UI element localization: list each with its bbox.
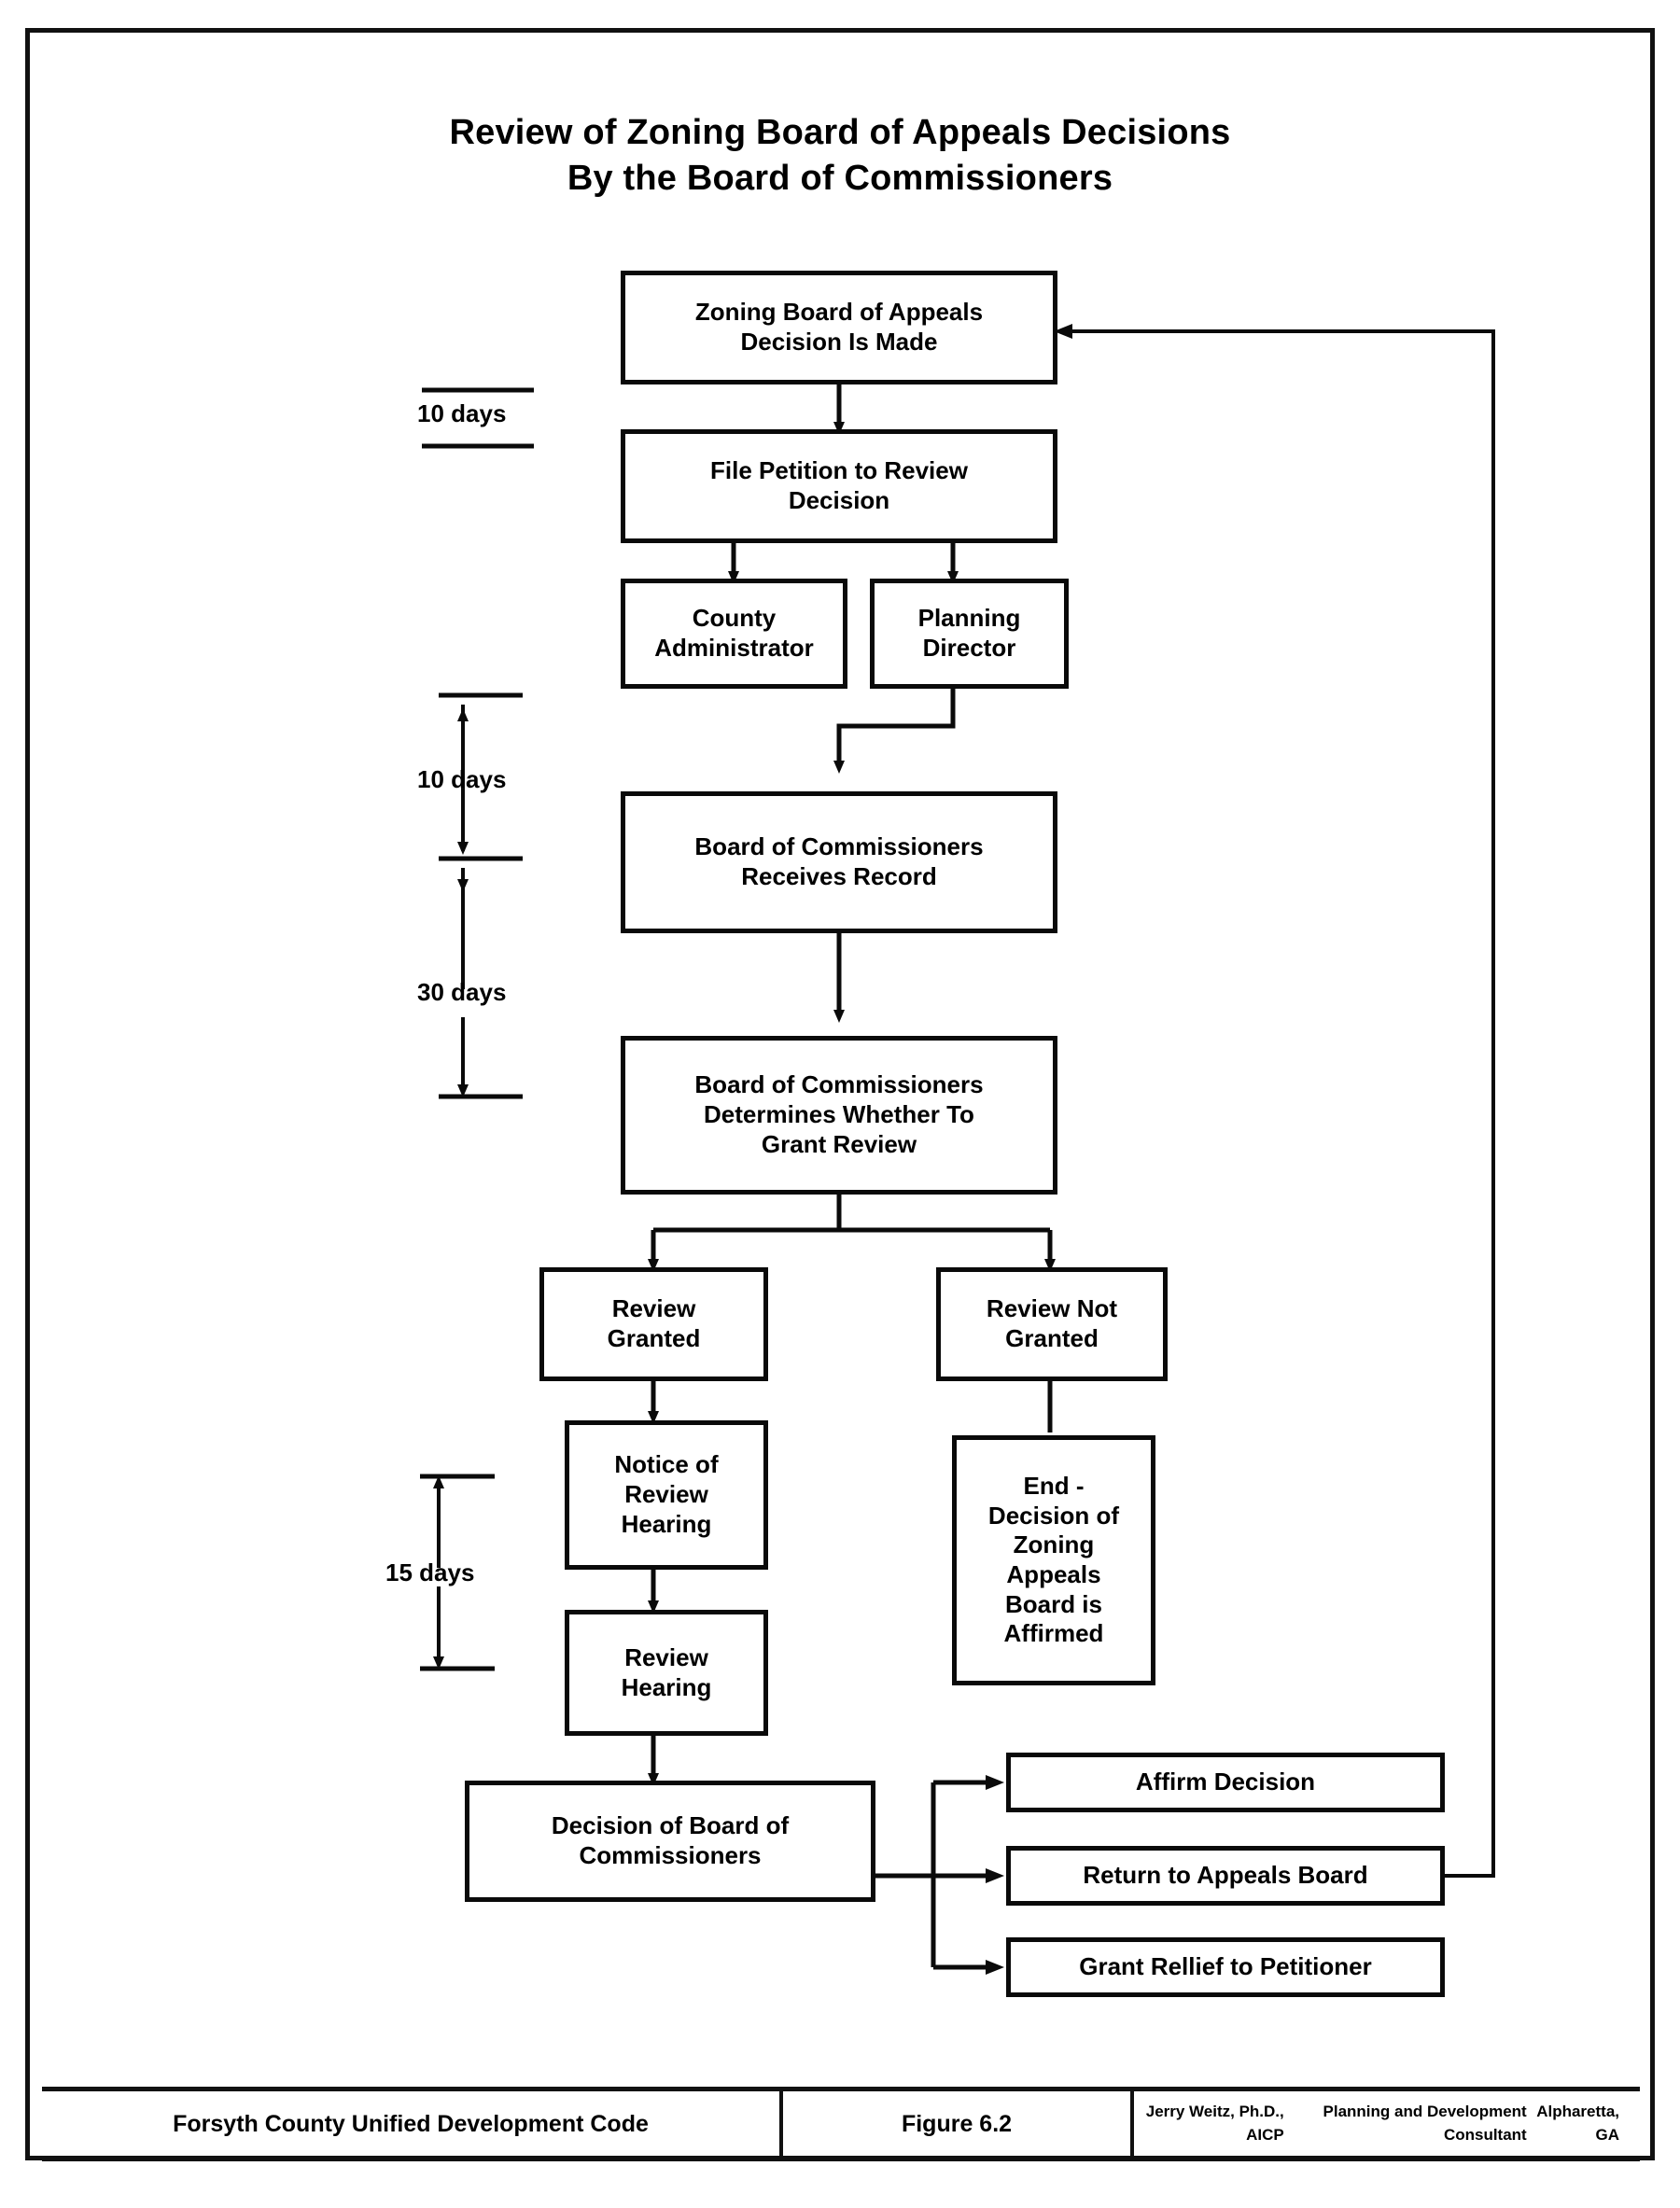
footer-document-title: Forsyth County Unified Development Code bbox=[173, 2110, 649, 2137]
node-grant-relief-to-petitioner[interactable]: Grant Rellief to Petitioner bbox=[1006, 1937, 1445, 1997]
node-file-petition[interactable]: File Petition to Review Decision bbox=[621, 429, 1057, 543]
figure-title: Review of Zoning Board of Appeals Decisi… bbox=[0, 110, 1680, 201]
node-affirm-decision-label: Affirm Decision bbox=[1135, 1768, 1316, 1796]
node-review-granted-line-2: Granted bbox=[607, 1324, 701, 1352]
node-end-line-6: Affirmed bbox=[1003, 1619, 1104, 1648]
node-zba-decision-line-1: Zoning Board of Appeals bbox=[694, 298, 984, 327]
node-end-line-4: Appeals bbox=[1006, 1560, 1101, 1588]
node-zba-decision-line-2: Decision Is Made bbox=[740, 328, 938, 356]
node-notice-line-3: Hearing bbox=[621, 1509, 712, 1538]
footer-credit-line-1: Jerry Weitz, Ph.D., AICP bbox=[1145, 2103, 1284, 2144]
node-file-petition-line-1: File Petition to Review bbox=[710, 456, 968, 485]
node-planning-director-line-1: Planning bbox=[917, 604, 1021, 633]
timing-label-10-days-petition: 10 days bbox=[417, 399, 507, 427]
node-notice-of-review-hearing[interactable]: Notice of Review Hearing bbox=[565, 1420, 768, 1570]
node-review-not-granted[interactable]: Review Not Granted bbox=[936, 1267, 1168, 1381]
figure-footer: Forsyth County Unified Development Code … bbox=[42, 2087, 1640, 2161]
node-boc-determines-review[interactable]: Board of Commissioners Determines Whethe… bbox=[621, 1036, 1057, 1195]
node-decision-of-board[interactable]: Decision of Board of Commissioners bbox=[465, 1781, 875, 1902]
timing-label-30-days: 30 days bbox=[417, 978, 507, 1006]
node-end-line-5: Board is bbox=[1004, 1589, 1102, 1618]
node-zba-decision[interactable]: Zoning Board of Appeals Decision Is Made bbox=[621, 271, 1057, 384]
figure-title-line-1: Review of Zoning Board of Appeals Decisi… bbox=[449, 113, 1231, 152]
footer-credits: Jerry Weitz, Ph.D., AICP Planning and De… bbox=[1134, 2091, 1640, 2157]
node-review-granted-line-1: Review bbox=[611, 1294, 696, 1323]
node-decision-line-1: Decision of Board of bbox=[551, 1811, 790, 1840]
node-review-hearing-line-2: Hearing bbox=[621, 1672, 712, 1701]
timing-label-10-days-record: 10 days bbox=[417, 765, 507, 793]
node-review-hearing[interactable]: Review Hearing bbox=[565, 1610, 768, 1736]
node-review-not-granted-line-1: Review Not bbox=[986, 1294, 1118, 1323]
node-planning-director-line-2: Director bbox=[922, 634, 1016, 662]
footer-figure-number: Figure 6.2 bbox=[779, 2091, 1134, 2157]
footer-credit-line-2: Planning and Development Consultant bbox=[1323, 2103, 1527, 2144]
node-county-administrator-line-2: Administrator bbox=[654, 634, 814, 662]
node-affirm-decision[interactable]: Affirm Decision bbox=[1006, 1753, 1445, 1812]
node-return-to-appeals-board[interactable]: Return to Appeals Board bbox=[1006, 1846, 1445, 1906]
timing-label-15-days: 15 days bbox=[385, 1558, 475, 1586]
node-boc-receives-record[interactable]: Board of Commissioners Receives Record bbox=[621, 791, 1057, 933]
node-grant-relief-label: Grant Rellief to Petitioner bbox=[1079, 1952, 1372, 1981]
node-planning-director[interactable]: Planning Director bbox=[870, 579, 1069, 689]
node-boc-determines-line-2: Determines Whether To bbox=[704, 1100, 974, 1129]
node-boc-receives-record-line-2: Receives Record bbox=[741, 862, 937, 890]
node-end-line-1: End - bbox=[1023, 1471, 1085, 1500]
node-county-administrator-line-1: County bbox=[692, 604, 777, 633]
node-review-hearing-line-1: Review bbox=[624, 1642, 708, 1671]
node-county-administrator[interactable]: County Administrator bbox=[621, 579, 847, 689]
node-review-granted[interactable]: Review Granted bbox=[539, 1267, 768, 1381]
node-notice-line-1: Notice of bbox=[614, 1450, 719, 1479]
node-boc-determines-line-3: Grant Review bbox=[761, 1129, 917, 1158]
node-review-not-granted-line-2: Granted bbox=[1005, 1324, 1099, 1352]
node-end-line-2: Decision of bbox=[987, 1501, 1120, 1530]
node-decision-line-2: Commissioners bbox=[579, 1841, 762, 1869]
node-boc-determines-line-1: Board of Commissioners bbox=[694, 1070, 984, 1099]
node-boc-receives-record-line-1: Board of Commissioners bbox=[694, 832, 984, 861]
node-end-line-3: Zoning bbox=[1013, 1530, 1095, 1559]
node-file-petition-line-2: Decision bbox=[788, 486, 890, 514]
figure-title-line-2: By the Board of Commissioners bbox=[567, 158, 1113, 198]
node-return-to-appeals-board-label: Return to Appeals Board bbox=[1083, 1861, 1368, 1890]
footer-credit-line-3: Alpharetta, GA bbox=[1536, 2103, 1619, 2144]
node-end-decision-affirmed[interactable]: End - Decision of Zoning Appeals Board i… bbox=[952, 1435, 1155, 1685]
node-notice-line-2: Review bbox=[624, 1480, 708, 1509]
